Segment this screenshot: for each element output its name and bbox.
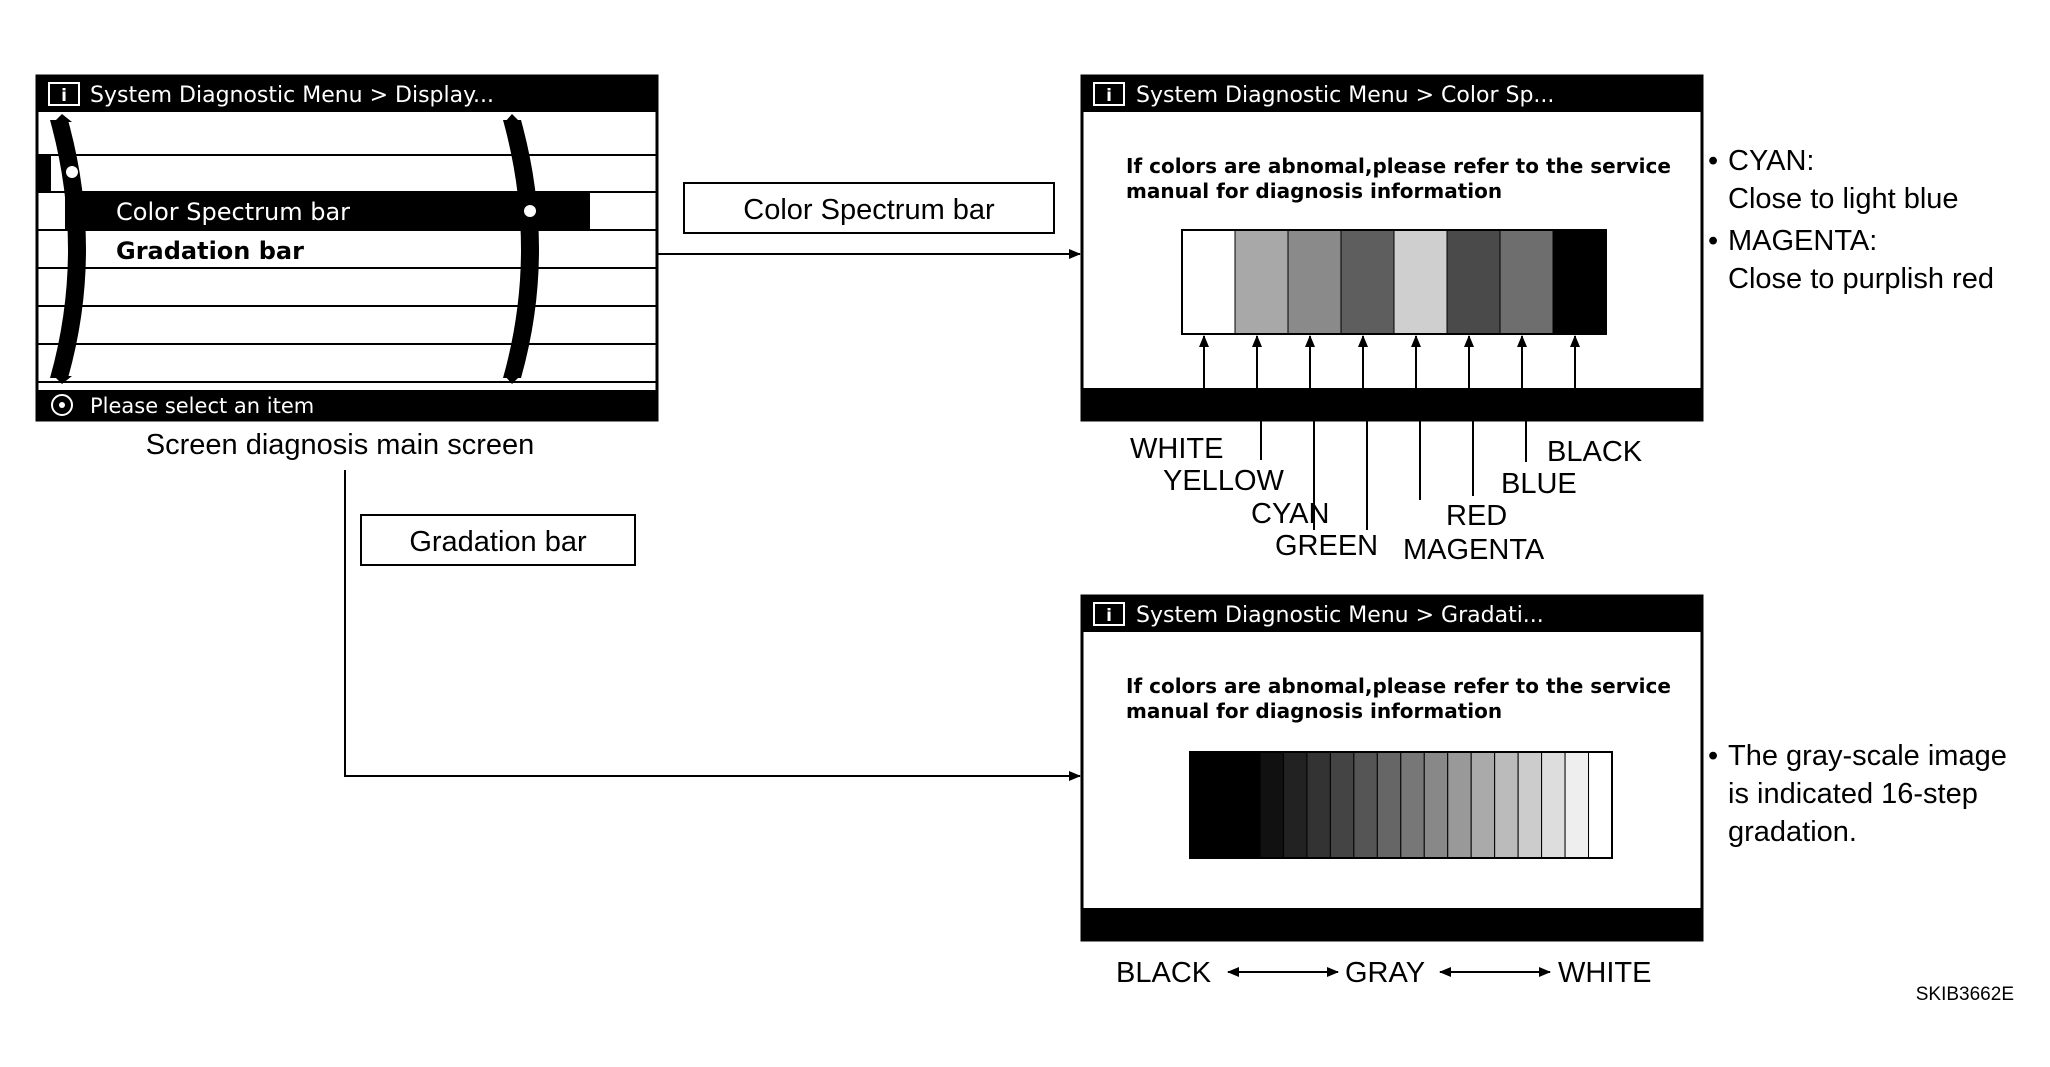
scale-label-gray: GRAY bbox=[1345, 957, 1425, 989]
left-selection-marker bbox=[37, 155, 51, 192]
note-gradation-line3: gradation. bbox=[1728, 816, 1857, 848]
scale-label-white: WHITE bbox=[1558, 957, 1651, 989]
gradation-step bbox=[1353, 751, 1378, 859]
spectrum-segment-yellow bbox=[1234, 229, 1289, 335]
gradation-step bbox=[1306, 751, 1331, 859]
color-spectrum-bar bbox=[1181, 229, 1607, 335]
main-screen-title: System Diagnostic Menu > Display... bbox=[90, 83, 494, 108]
spectrum-segment-green bbox=[1340, 229, 1395, 335]
gradation-bar bbox=[1189, 751, 1613, 859]
menu-list: Color Spectrum bar Gradation bar bbox=[37, 154, 657, 383]
label-magenta: MAGENTA bbox=[1403, 534, 1545, 566]
label-cyan: CYAN bbox=[1251, 498, 1329, 530]
gradation-step bbox=[1282, 751, 1308, 859]
gradation-step bbox=[1423, 751, 1449, 859]
gradation-step bbox=[1588, 751, 1613, 859]
spectrum-arrows bbox=[1199, 335, 1580, 388]
spectrum-bar-outline bbox=[1181, 229, 1607, 335]
gradation-screen: i System Diagnostic Menu > Gradati... If… bbox=[1080, 594, 1704, 942]
note-gradation-line2: is indicated 16-step bbox=[1728, 778, 1978, 810]
info-icon-glyph: i bbox=[61, 86, 67, 106]
left-scroll-thumb bbox=[66, 166, 78, 178]
info-icon-glyph: i bbox=[1106, 86, 1112, 106]
bullet: • bbox=[1708, 225, 1718, 257]
spectrum-segment-blue bbox=[1499, 229, 1554, 335]
menu-item-color-spectrum[interactable]: Color Spectrum bar bbox=[116, 198, 350, 226]
gradation-step bbox=[1400, 751, 1425, 859]
spectrum-segment-cyan bbox=[1287, 229, 1342, 335]
color-label-leaders bbox=[1260, 420, 1527, 530]
connector-to-gradation bbox=[344, 470, 1081, 781]
label-black: BLACK bbox=[1547, 436, 1643, 468]
spectrum-screen: i System Diagnostic Menu > Color Sp... I… bbox=[1080, 74, 1704, 422]
note-cyan-desc: Close to light blue bbox=[1728, 183, 1959, 215]
gradation-message-line1: If colors are abnomal,please refer to th… bbox=[1126, 674, 1671, 698]
gradation-step bbox=[1517, 751, 1543, 859]
gradation-title-bar bbox=[1082, 596, 1702, 632]
spectrum-footer-bar bbox=[1082, 388, 1702, 420]
spectrum-segment-magenta bbox=[1446, 229, 1501, 335]
gradation-step bbox=[1189, 751, 1261, 859]
note-magenta-title: MAGENTA: bbox=[1728, 225, 1877, 257]
note-cyan-title: CYAN: bbox=[1728, 145, 1814, 177]
spectrum-screen-title: System Diagnostic Menu > Color Sp... bbox=[1136, 83, 1554, 108]
spectrum-segment-white bbox=[1181, 229, 1236, 335]
gradation-message-line2: manual for diagnosis information bbox=[1126, 699, 1502, 723]
label-white: WHITE bbox=[1130, 433, 1223, 465]
menu-item-gradation[interactable]: Gradation bar bbox=[116, 237, 304, 265]
gradation-step bbox=[1541, 751, 1566, 859]
info-icon-glyph: i bbox=[1106, 606, 1112, 626]
spectrum-segment-black bbox=[1552, 229, 1607, 335]
callout-box-spectrum bbox=[683, 182, 1055, 234]
label-yellow: YELLOW bbox=[1163, 465, 1284, 497]
gradation-step bbox=[1259, 751, 1284, 859]
gradation-step bbox=[1494, 751, 1519, 859]
gradation-step bbox=[1564, 751, 1590, 859]
label-blue: BLUE bbox=[1501, 468, 1577, 500]
gradation-footer-bar bbox=[1082, 908, 1702, 940]
main-screen: i System Diagnostic Menu > Display... Co… bbox=[35, 74, 659, 422]
gradation-screen-title: System Diagnostic Menu > Gradati... bbox=[1136, 603, 1544, 628]
callout-gradation: Gradation bar bbox=[409, 526, 587, 558]
right-scroll-thumb bbox=[524, 205, 536, 217]
note-gradation-line1: The gray-scale image bbox=[1728, 740, 2007, 772]
bullet: • bbox=[1708, 740, 1718, 772]
info-icon bbox=[48, 82, 80, 106]
gradation-bar-outline bbox=[1189, 751, 1613, 859]
main-screen-footer: Please select an item bbox=[90, 394, 314, 418]
gradation-step bbox=[1376, 751, 1402, 859]
figure-code: SKIB3662E bbox=[1916, 984, 2014, 1005]
info-icon bbox=[1093, 82, 1125, 106]
info-icon bbox=[1093, 602, 1125, 626]
gradation-step bbox=[1470, 751, 1496, 859]
scale-label-black: BLACK bbox=[1116, 957, 1212, 989]
bullet: • bbox=[1708, 145, 1718, 177]
right-scroll-band[interactable] bbox=[503, 120, 539, 378]
gradation-step bbox=[1329, 751, 1355, 859]
spectrum-title-bar bbox=[1082, 76, 1702, 112]
main-screen-title-bar bbox=[37, 76, 657, 112]
note-magenta-desc: Close to purplish red bbox=[1728, 263, 1994, 295]
main-screen-caption: Screen diagnosis main screen bbox=[146, 429, 534, 461]
callout-spectrum: Color Spectrum bar bbox=[743, 194, 995, 226]
gradation-step bbox=[1447, 751, 1472, 859]
spectrum-segment-red bbox=[1393, 229, 1448, 335]
menu-item-color-spectrum-highlight[interactable] bbox=[65, 192, 590, 230]
spectrum-message-line2: manual for diagnosis information bbox=[1126, 179, 1502, 203]
spectrum-message-line1: If colors are abnomal,please refer to th… bbox=[1126, 154, 1671, 178]
left-scroll-band[interactable] bbox=[50, 120, 86, 378]
callout-box-gradation bbox=[360, 514, 636, 566]
main-screen-footer-bar bbox=[37, 390, 657, 420]
label-green: GREEN bbox=[1275, 530, 1378, 562]
label-red: RED bbox=[1446, 500, 1507, 532]
dial-icon bbox=[51, 394, 73, 416]
